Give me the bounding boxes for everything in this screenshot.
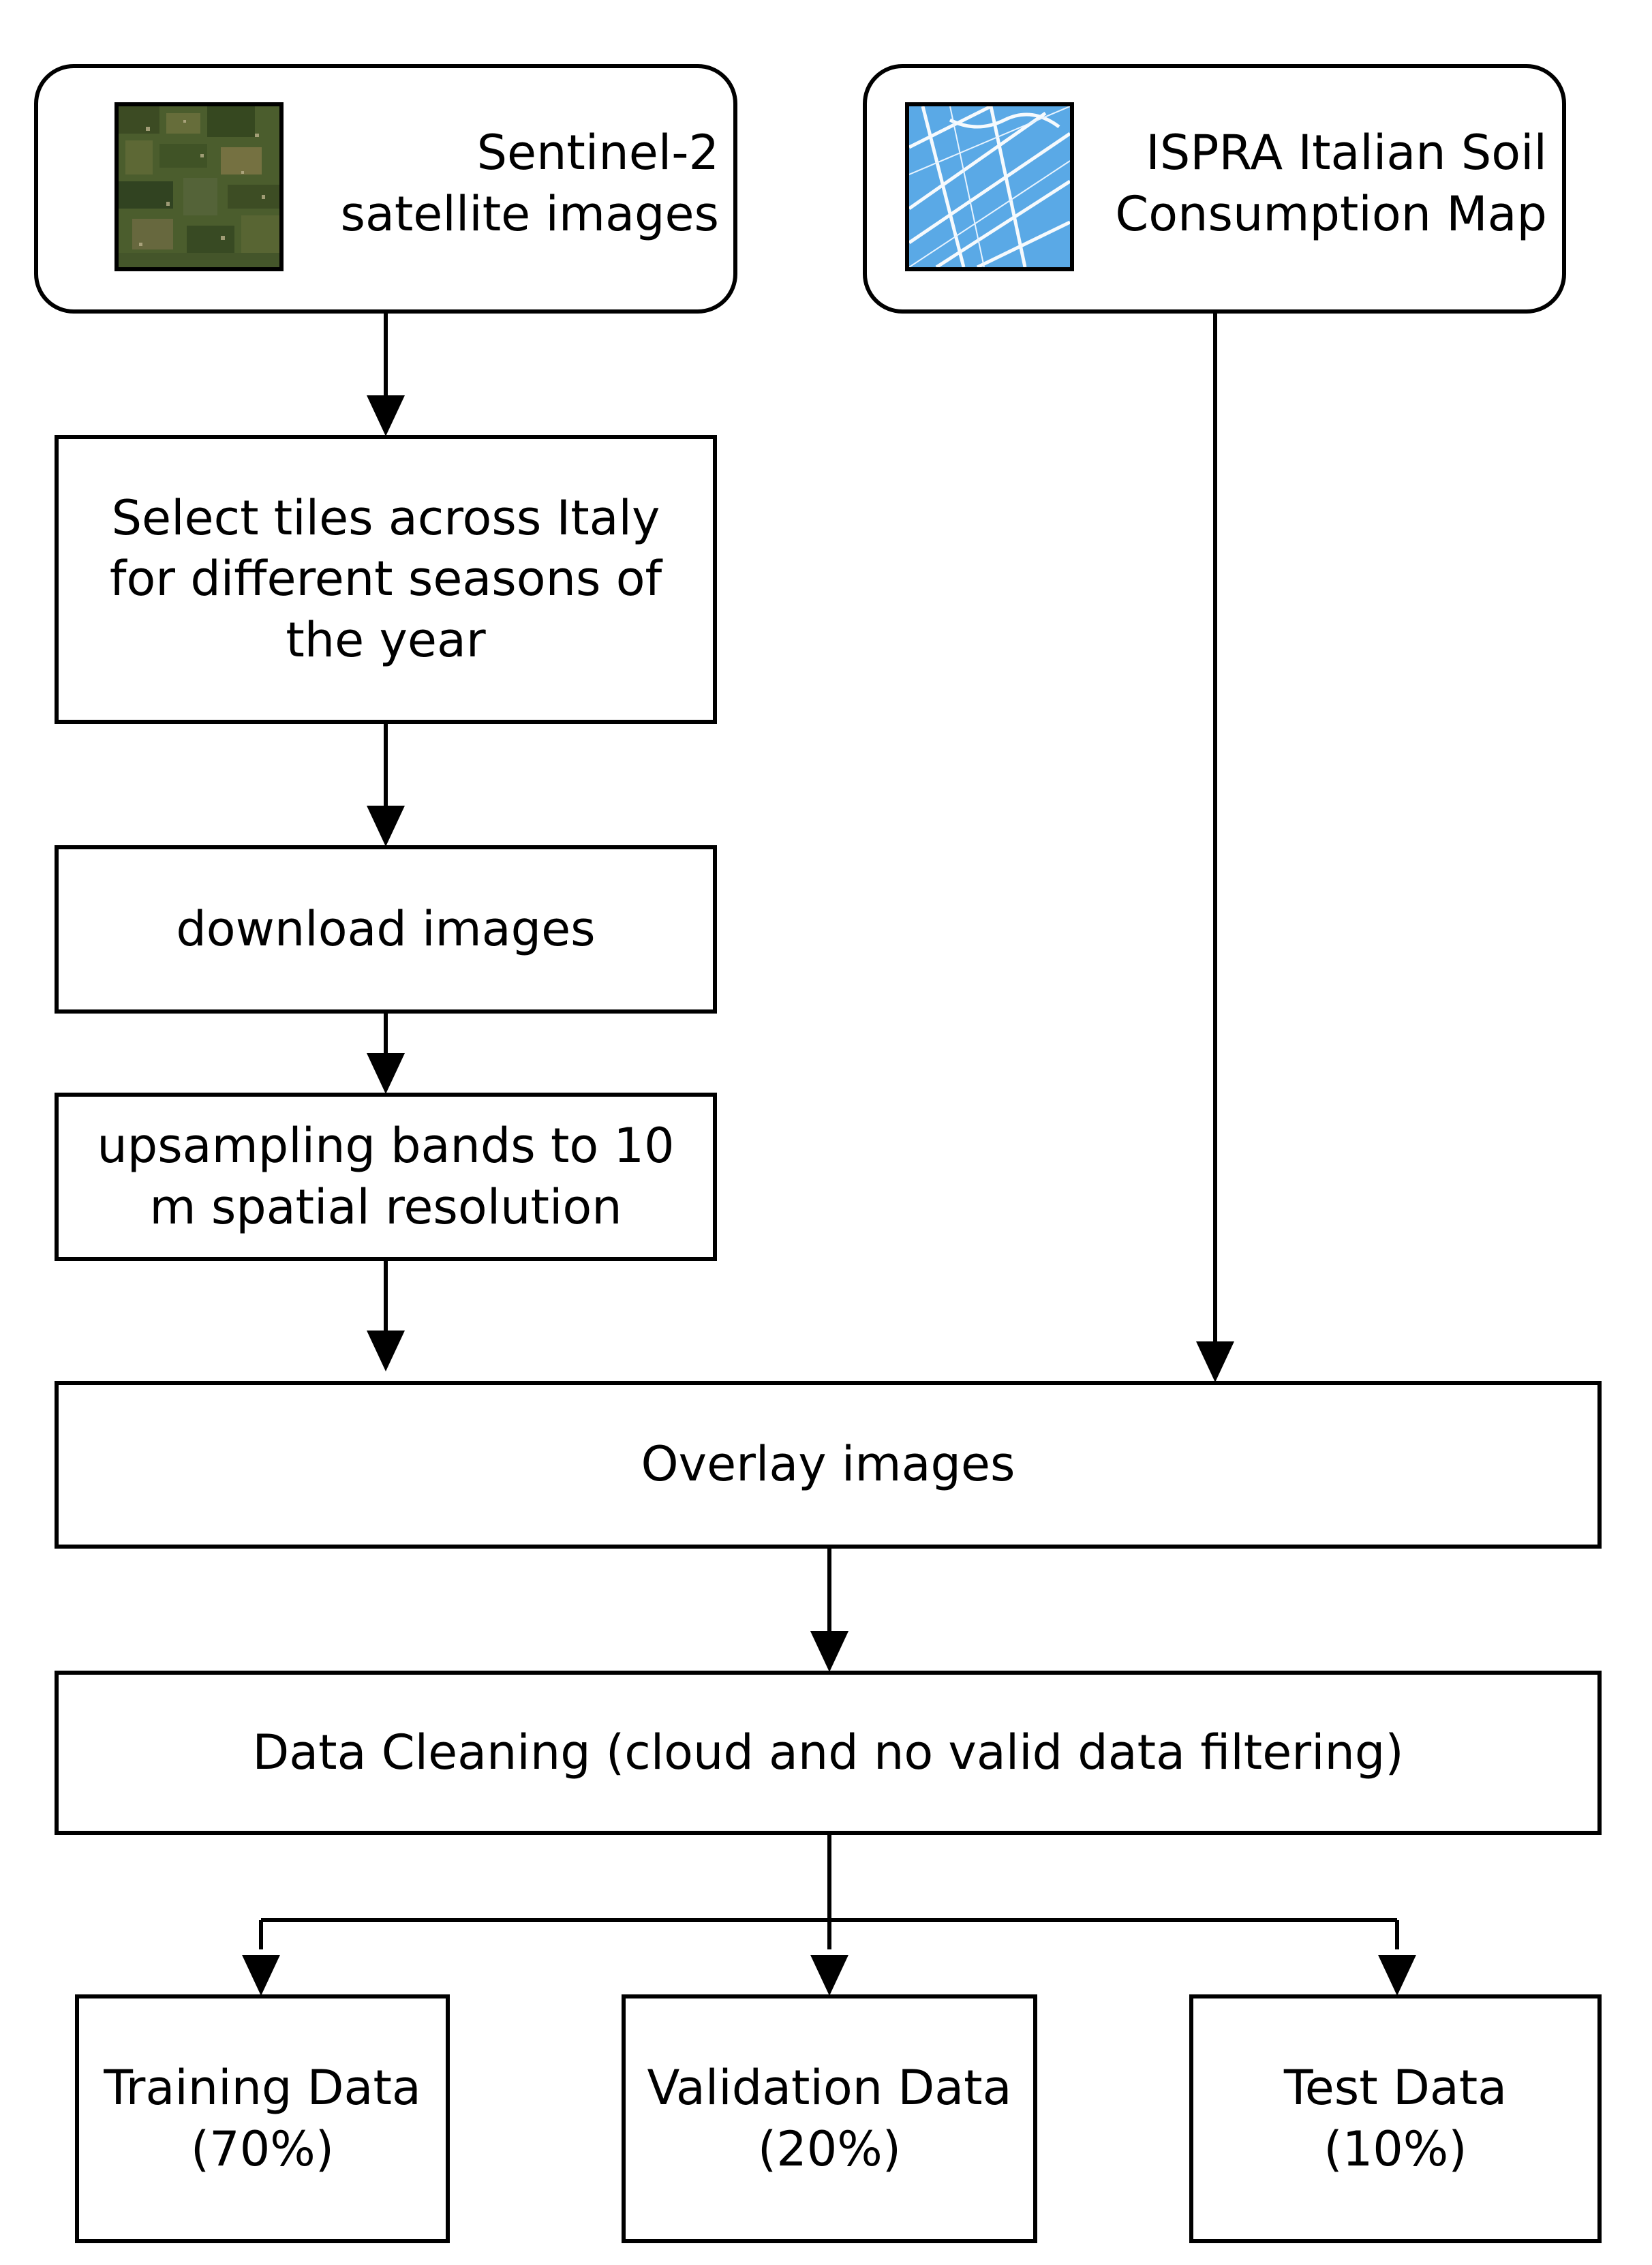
test-data-box: Test Data (10%) [1189, 1994, 1602, 2243]
data-cleaning-step: Data Cleaning (cloud and no valid data f… [55, 1671, 1602, 1835]
validation-data-box: Validation Data (20%) [622, 1994, 1037, 2243]
select-tiles-step: Select tiles across Italy for different … [55, 435, 717, 724]
arrowhead [1196, 1341, 1234, 1382]
arrowhead [810, 1955, 848, 1996]
sentinel-source-label: Sentinel-2 satellite images [340, 125, 720, 242]
download-images-step: download images [55, 845, 717, 1014]
arrowhead [1378, 1955, 1416, 1996]
overlay-images-step: Overlay images [55, 1381, 1602, 1549]
arrowhead [810, 1631, 848, 1672]
arrowhead [367, 1053, 405, 1094]
training-data-box: Training Data (70%) [75, 1994, 450, 2243]
upsampling-step: upsampling bands to 10 m spatial resolut… [55, 1093, 717, 1261]
street-map-icon [905, 102, 1074, 271]
arrowhead [367, 806, 405, 847]
arrowhead [242, 1955, 280, 1996]
arrowhead [367, 1331, 405, 1371]
arrowhead [367, 395, 405, 436]
ispra-source-label: ISPRA Italian Soil Consumption Map [1115, 125, 1547, 242]
satellite-image-icon [114, 102, 284, 271]
